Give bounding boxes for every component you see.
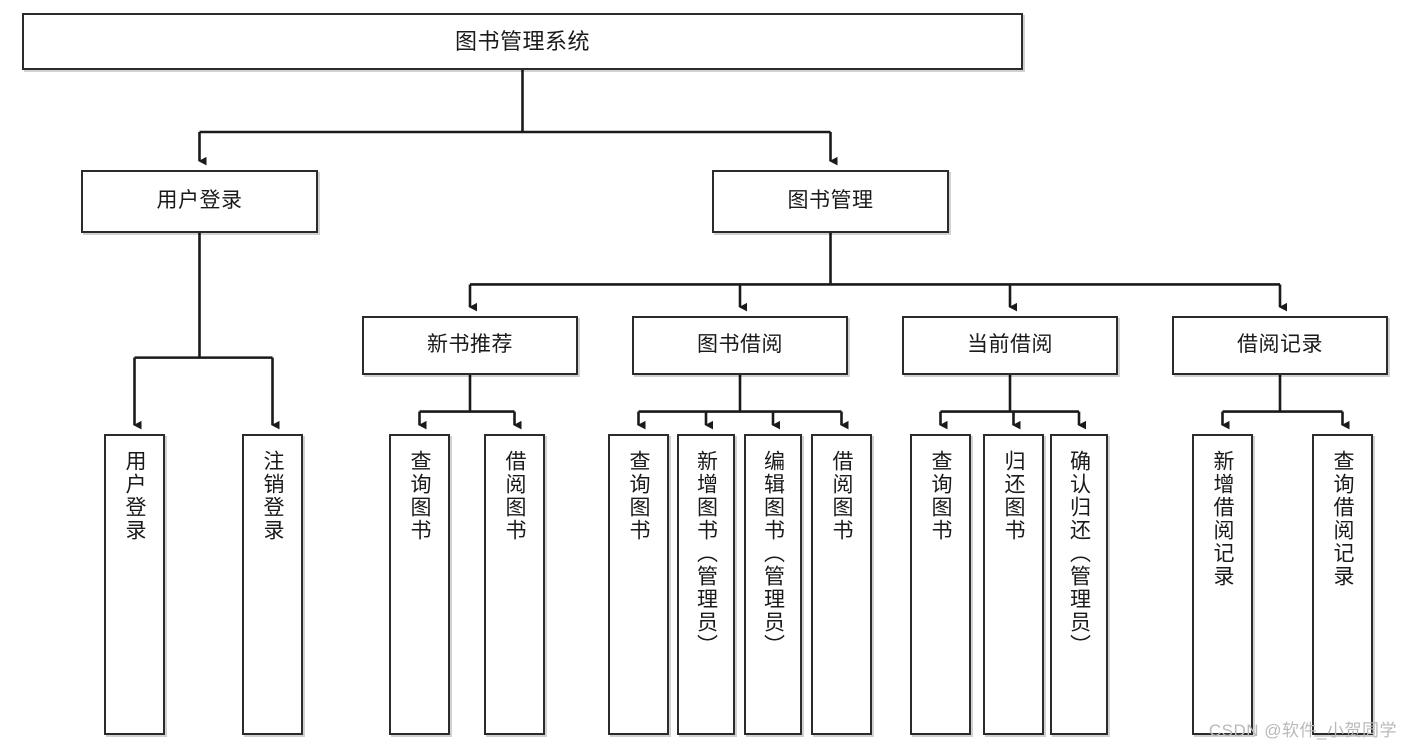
- node-label: 新增借阅记录: [1211, 450, 1234, 588]
- node-leaf-logout[interactable]: 注销登录: [242, 434, 303, 735]
- node-user-login-module[interactable]: 用户登录: [81, 170, 318, 233]
- node-leaf-edit-book-admin[interactable]: 编辑图书（管理员）: [744, 434, 802, 735]
- node-label: 查询图书: [627, 450, 650, 542]
- node-root[interactable]: 图书管理系统: [22, 13, 1023, 70]
- watermark: CSDN @软件_小贺同学: [1208, 721, 1397, 740]
- node-book-borrow[interactable]: 图书借阅: [632, 316, 848, 375]
- node-label: 图书借阅: [697, 333, 783, 357]
- node-leaf-add-borrow-record[interactable]: 新增借阅记录: [1192, 434, 1253, 735]
- node-label: 借阅图书: [830, 450, 853, 542]
- node-leaf-query-book-current[interactable]: 查询图书: [910, 434, 971, 735]
- node-leaf-user-login[interactable]: 用户登录: [104, 434, 165, 735]
- node-label: 图书管理: [787, 189, 874, 213]
- node-label: 查询借阅记录: [1331, 450, 1354, 588]
- node-label: 用户登录: [123, 450, 146, 542]
- node-label: 当前借阅: [967, 333, 1053, 357]
- node-leaf-return-book[interactable]: 归还图书: [983, 434, 1044, 735]
- node-label: 注销登录: [261, 450, 284, 542]
- node-label: 新书推荐: [427, 333, 513, 357]
- node-current-borrow[interactable]: 当前借阅: [902, 316, 1118, 375]
- node-label: 确认归还（管理员）: [1067, 450, 1091, 657]
- node-label: 借阅图书: [503, 450, 526, 542]
- node-label: 借阅记录: [1237, 333, 1323, 357]
- node-label: 查询图书: [929, 450, 952, 542]
- node-label: 编辑图书（管理员）: [761, 450, 785, 657]
- node-label: 用户登录: [156, 189, 243, 213]
- node-label: 归还图书: [1002, 450, 1025, 542]
- node-leaf-confirm-return-admin[interactable]: 确认归还（管理员）: [1050, 434, 1108, 735]
- node-leaf-borrow-book-recommend[interactable]: 借阅图书: [484, 434, 545, 735]
- node-label: 图书管理系统: [454, 28, 590, 54]
- node-label: 新增图书（管理员）: [694, 450, 718, 657]
- node-label: 查询图书: [408, 450, 431, 542]
- node-borrow-record[interactable]: 借阅记录: [1172, 316, 1388, 375]
- node-leaf-borrow-book[interactable]: 借阅图书: [811, 434, 872, 735]
- node-leaf-query-borrow-record[interactable]: 查询借阅记录: [1312, 434, 1373, 735]
- node-new-book-recommend[interactable]: 新书推荐: [362, 316, 578, 375]
- node-leaf-add-book-admin[interactable]: 新增图书（管理员）: [677, 434, 735, 735]
- node-book-management-module[interactable]: 图书管理: [712, 170, 949, 233]
- node-leaf-query-book[interactable]: 查询图书: [608, 434, 669, 735]
- node-leaf-query-book-recommend[interactable]: 查询图书: [389, 434, 450, 735]
